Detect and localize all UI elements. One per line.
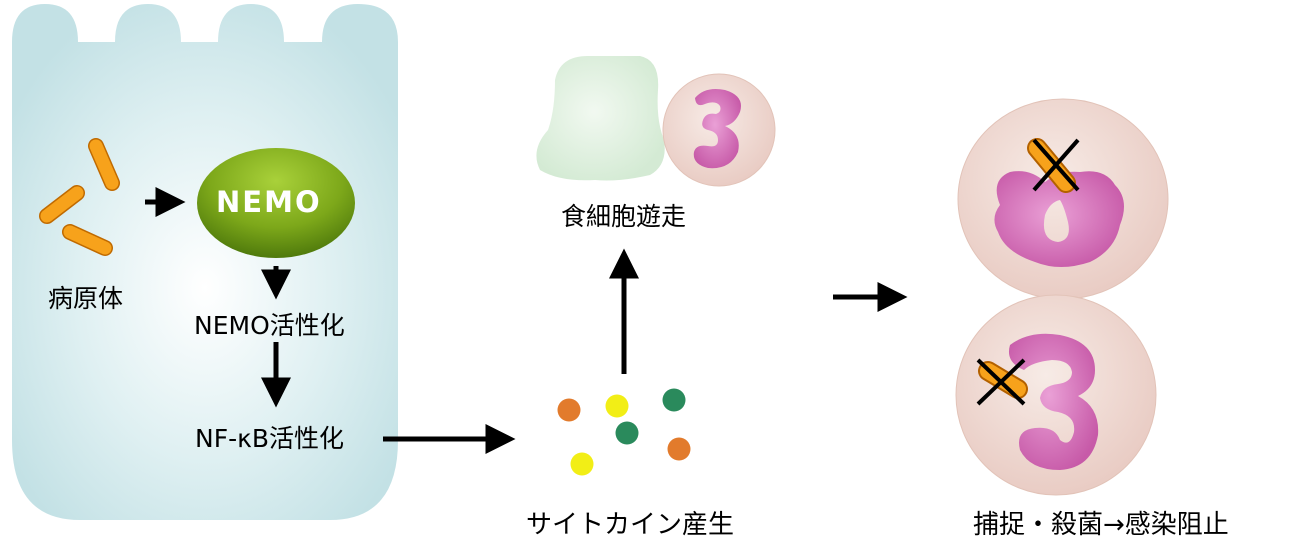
capture-kill-label: 捕捉・殺菌→感染阻止 [973,510,1229,540]
cytokine-dots [557,388,691,476]
cytokine-dot [570,452,594,476]
macrophage-cell [536,55,665,181]
cytokine-dot [605,394,629,418]
cytokine-production-label: サイトカイン産生 [526,510,735,540]
pathogen-label: 病原体 [48,284,124,313]
nemo-label: NEMO [216,185,322,219]
neutrophil-migrating [662,73,776,187]
phagocyte-migration-label: 食細胞遊走 [561,202,687,231]
cytokine-dot [667,437,691,461]
cytokine-dot [662,388,686,412]
nfkb-activation-label: NF-κB活性化 [195,424,344,453]
cytokine-dot [557,398,581,422]
epithelial-cell [12,4,398,520]
nemo-activation-label: NEMO活性化 [194,311,345,340]
nemo-protein [197,148,355,258]
cytokine-dot [615,421,639,445]
neutrophil-capturing-top [957,98,1169,300]
pathogen-bacteria-icon [39,138,120,256]
neutrophil-capturing-bottom [955,294,1157,496]
